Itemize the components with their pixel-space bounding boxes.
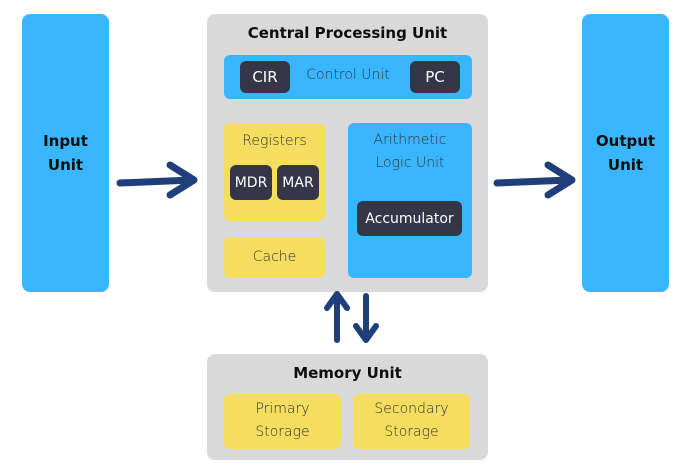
cpu-box: Central Processing Unit CIR Control Unit… bbox=[207, 14, 488, 292]
alu-label: Arithmetic Logic Unit bbox=[373, 132, 447, 171]
secondary-storage-box: Secondary Storage bbox=[353, 394, 470, 449]
input-unit: Input Unit bbox=[22, 14, 109, 292]
secondary-storage-label: Secondary Storage bbox=[374, 401, 449, 440]
control-unit-label: Control Unit bbox=[306, 67, 390, 83]
alu-box: Arithmetic Logic Unit Accumulator bbox=[348, 123, 472, 278]
output-unit-label: Output Unit bbox=[595, 132, 656, 174]
registers-label: Registers bbox=[242, 133, 307, 149]
input-unit-label: Input Unit bbox=[43, 132, 88, 174]
cache-box: Cache bbox=[224, 237, 325, 278]
cir-register: CIR bbox=[240, 61, 290, 93]
accumulator-register: Accumulator bbox=[357, 201, 462, 236]
control-unit: CIR Control Unit PC bbox=[224, 55, 472, 99]
cache-label: Cache bbox=[252, 249, 297, 265]
mdr-register: MDR bbox=[230, 165, 272, 200]
registers-box: Registers MDR MAR bbox=[224, 123, 325, 221]
memory-box: Memory Unit Primary Storage Secondary St… bbox=[207, 354, 488, 460]
primary-storage-box: Primary Storage bbox=[224, 394, 341, 449]
primary-storage-label: Primary Storage bbox=[255, 401, 310, 440]
cpu-title: Central Processing Unit bbox=[247, 24, 448, 42]
output-unit: Output Unit bbox=[582, 14, 669, 292]
memory-title: Memory Unit bbox=[293, 364, 402, 382]
mar-register: MAR bbox=[277, 165, 319, 200]
pc-register: PC bbox=[410, 61, 460, 93]
